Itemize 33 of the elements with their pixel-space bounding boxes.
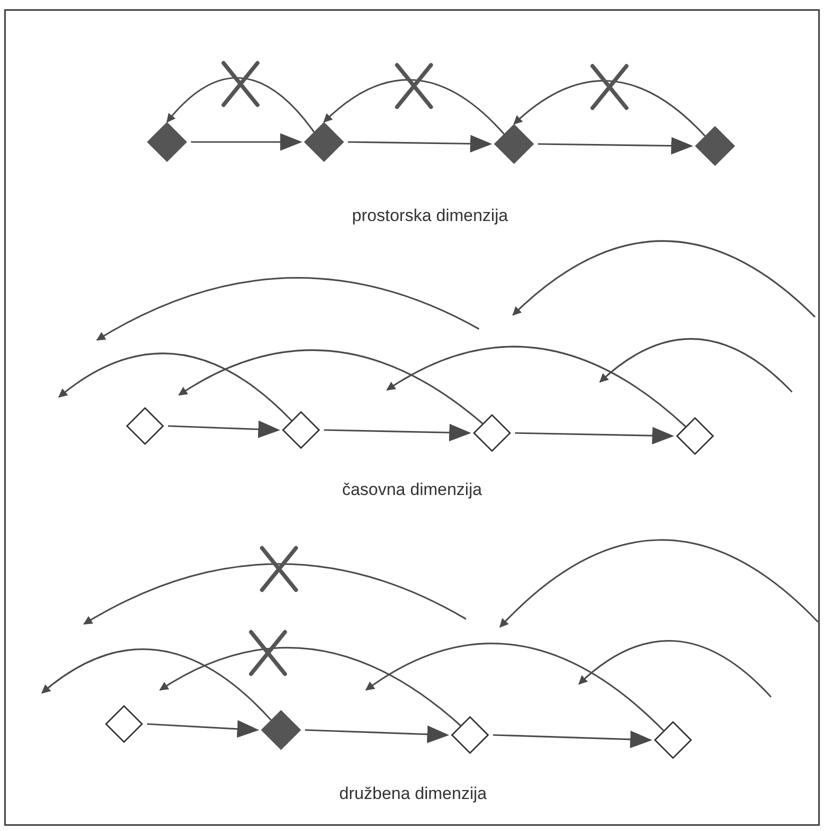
- arrow: [348, 134, 492, 153]
- curved-arrow: [41, 648, 272, 721]
- diamond-node: [261, 710, 301, 750]
- dimension-caption: družbena dimenzija: [339, 784, 487, 804]
- curved-arrow: [513, 80, 706, 137]
- arrow: [538, 136, 694, 155]
- arrow: [191, 133, 302, 151]
- diamond-node: [147, 122, 187, 162]
- curved-arrow: [58, 352, 292, 422]
- arrow: [514, 426, 674, 444]
- arrow: [146, 720, 260, 738]
- curved-arrow: [178, 349, 483, 424]
- dimension-caption: časovna dimenzija: [342, 480, 482, 500]
- diamond-node: [105, 705, 143, 743]
- diamond-node: [304, 122, 344, 162]
- diamond-node: [676, 417, 714, 455]
- curved-arrow: [386, 346, 686, 428]
- diamond-node: [473, 414, 511, 452]
- arrow: [492, 730, 652, 748]
- arrow: [168, 420, 280, 438]
- arrow: [324, 424, 472, 442]
- curved-arrow: [159, 646, 462, 726]
- arrow: [304, 726, 450, 744]
- curved-arrow: [323, 79, 505, 135]
- curved-arrow: [166, 77, 315, 132]
- dimension-caption: prostorska dimenzija: [352, 206, 508, 226]
- diamond-node: [282, 411, 320, 449]
- curved-arrow: [365, 642, 664, 732]
- diamond-node: [494, 124, 534, 164]
- diamond-node: [654, 721, 692, 759]
- diamond-node: [126, 407, 164, 445]
- diamond-node: [451, 716, 489, 754]
- diamond-node: [695, 126, 735, 166]
